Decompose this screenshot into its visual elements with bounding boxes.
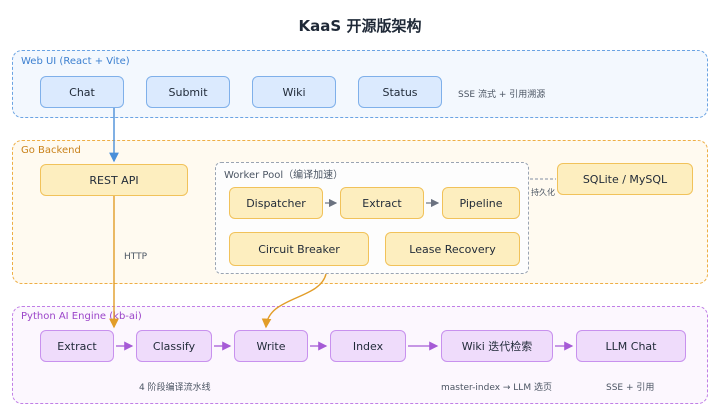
web-ui-layer-label: Web UI (React + Vite) bbox=[21, 56, 130, 67]
status-box: Status bbox=[358, 76, 442, 108]
wiki-retrieval-box: Wiki 迭代检索 bbox=[441, 330, 553, 362]
classify-stage-box: Classify bbox=[136, 330, 212, 362]
chat-box: Chat bbox=[40, 76, 124, 108]
http-label: HTTP bbox=[124, 252, 148, 262]
dispatcher-box: Dispatcher bbox=[229, 187, 323, 219]
pipeline-note: 4 阶段编译流水线 bbox=[139, 383, 211, 393]
pipeline-box: Pipeline bbox=[442, 187, 520, 219]
index-stage-box: Index bbox=[330, 330, 406, 362]
extract-stage-box: Extract bbox=[40, 330, 114, 362]
chat-note: SSE + 引用 bbox=[606, 383, 655, 393]
diagram-title: KaaS 开源版架构 bbox=[298, 17, 422, 35]
extract-worker-box: Extract bbox=[340, 187, 424, 219]
llm-chat-box: LLM Chat bbox=[576, 330, 686, 362]
pool-to-write-arrow bbox=[261, 273, 327, 329]
worker-pool-label: Worker Pool（编译加速） bbox=[224, 170, 344, 181]
lease-recovery-box: Lease Recovery bbox=[385, 232, 520, 266]
wiki-box: Wiki bbox=[252, 76, 336, 108]
web-ui-note: SSE 流式 + 引用溯源 bbox=[458, 90, 546, 100]
rest-api-box: REST API bbox=[40, 164, 188, 196]
retrieval-note: master-index → LLM 选页 bbox=[441, 383, 552, 393]
go-backend-layer-label: Go Backend bbox=[21, 145, 81, 156]
persist-label: 持久化 bbox=[531, 188, 555, 197]
submit-box: Submit bbox=[146, 76, 230, 108]
python-ai-layer-label: Python AI Engine (kb-ai) bbox=[21, 311, 142, 322]
circuit-breaker-box: Circuit Breaker bbox=[229, 232, 369, 266]
write-stage-box: Write bbox=[234, 330, 308, 362]
sqlite-mysql-box: SQLite / MySQL bbox=[557, 163, 693, 195]
